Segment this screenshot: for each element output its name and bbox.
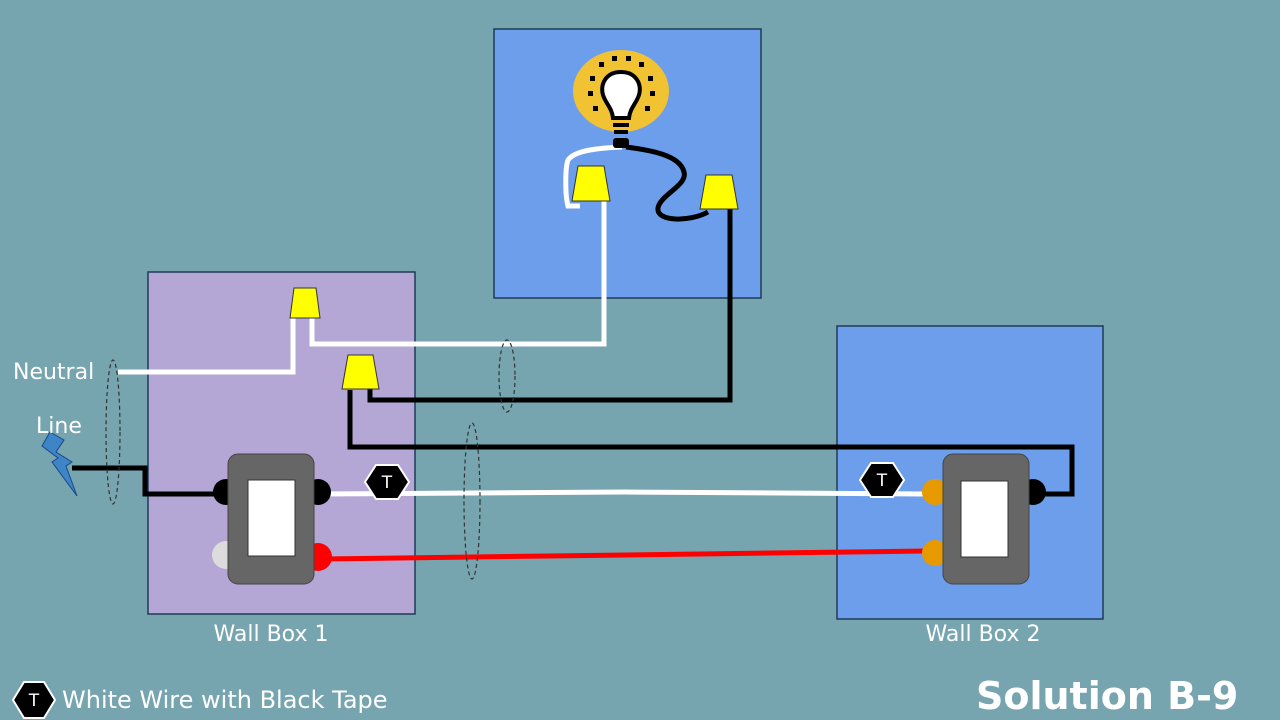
line-hot-wire — [72, 465, 222, 497]
lightbulb-icon — [573, 50, 669, 148]
legend-text: White Wire with Black Tape — [62, 686, 388, 714]
wall-box-1-label: Wall Box 1 — [214, 622, 329, 647]
svg-text:T: T — [381, 473, 393, 493]
solution-title: Solution B-9 — [976, 674, 1238, 718]
wire-nut-icon — [571, 165, 611, 202]
lightning-bolt-icon — [41, 431, 78, 497]
switched-hot-to-light-wire — [367, 206, 733, 403]
legend: T White Wire with Black Tape — [11, 681, 388, 719]
switch-2 — [922, 453, 1046, 585]
light-hot-lead — [625, 144, 710, 222]
white-traveler-wire — [321, 489, 926, 497]
brass-terminal — [922, 479, 948, 505]
neutral-feed-wire — [118, 312, 296, 375]
cable-bundle-travelers — [463, 422, 481, 580]
cable-bundle-to-light — [498, 339, 516, 413]
black-tape-marker-icon: T — [858, 462, 906, 498]
switch-1 — [212, 453, 332, 585]
wire-nut-icon — [699, 174, 739, 210]
wire-nut-icon — [289, 287, 321, 319]
neutral-label: Neutral — [13, 360, 94, 385]
svg-text:T: T — [876, 471, 888, 491]
svg-text:T: T — [28, 691, 40, 711]
legend-tape-icon — [11, 681, 57, 719]
switch-toggle — [960, 480, 1009, 558]
black-tape-marker-icon: T — [363, 464, 411, 500]
red-traveler-wire — [321, 548, 926, 562]
wall-box-2-label: Wall Box 2 — [926, 622, 1041, 647]
switch-leg-wire — [347, 390, 1075, 497]
brass-terminal — [922, 540, 948, 566]
neutral-to-light-wire — [309, 198, 607, 347]
switch-toggle — [247, 479, 296, 557]
cable-bundle-feed — [105, 359, 121, 505]
wire-nut-icon — [341, 354, 380, 390]
line-label: Line — [36, 414, 82, 439]
light-neutral-lead — [563, 144, 623, 209]
